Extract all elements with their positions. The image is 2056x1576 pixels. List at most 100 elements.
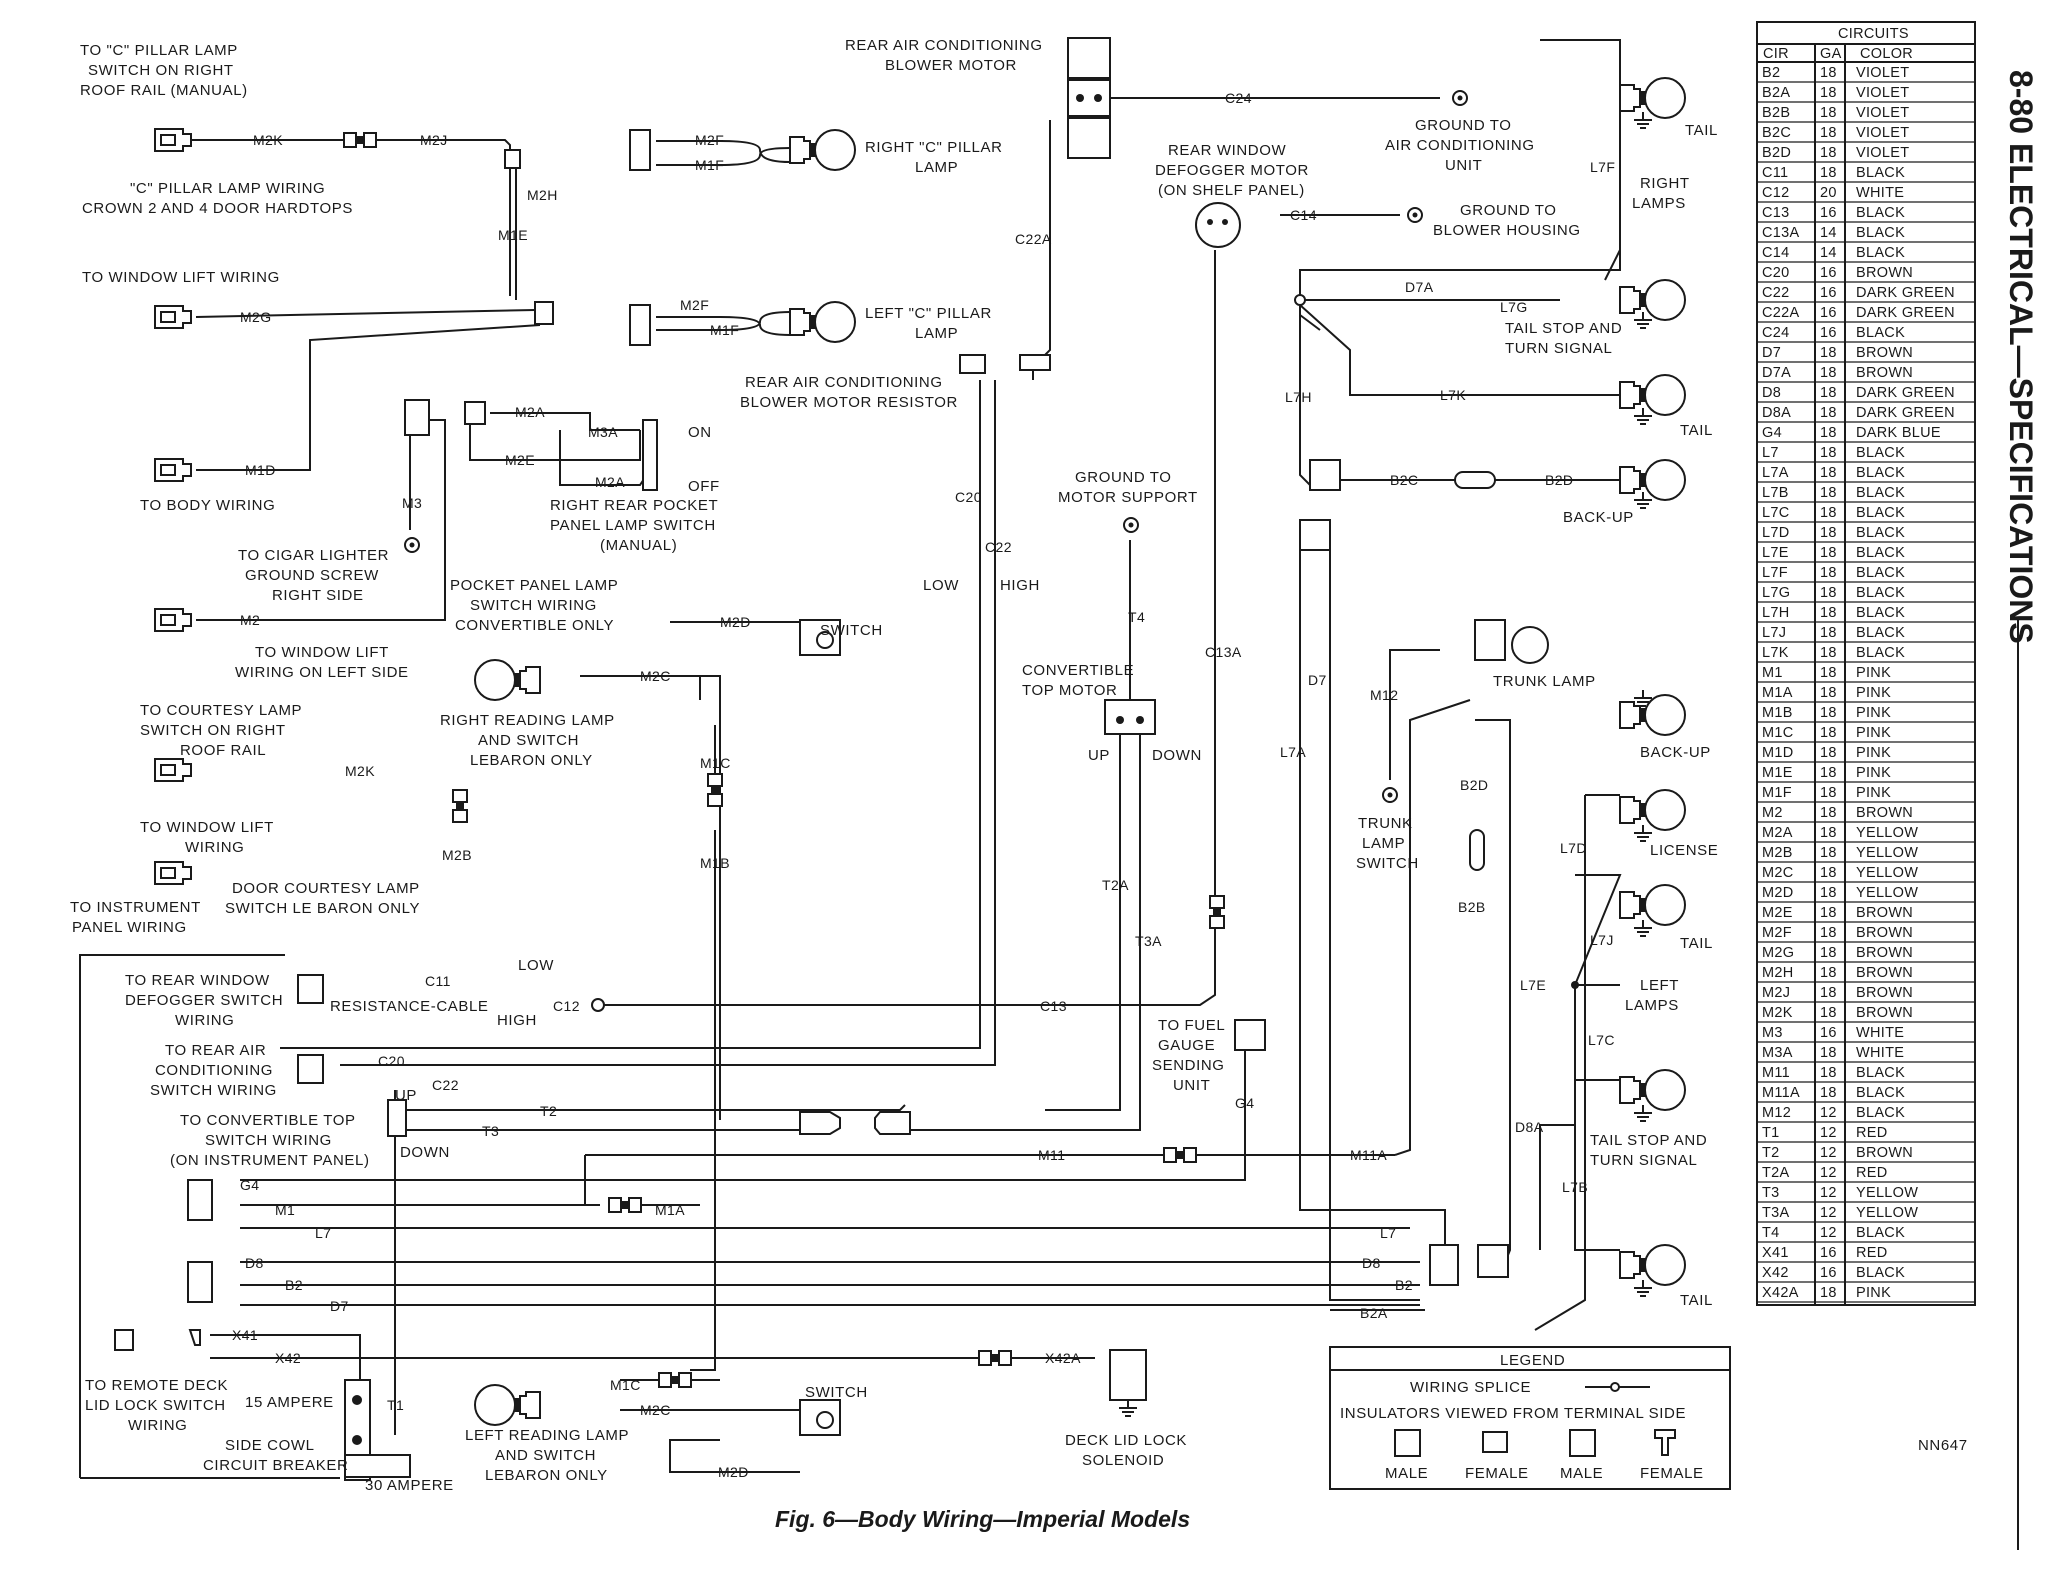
wire-b2c: B2C xyxy=(1390,472,1418,488)
table-cell-color: DARK GREEN xyxy=(1856,385,1955,401)
table-cell-color: YELLOW xyxy=(1856,825,1918,841)
wire-t1: T1 xyxy=(387,1397,404,1413)
components xyxy=(114,37,1686,1481)
table-cell-cir: D7A xyxy=(1762,365,1791,381)
wire-l7b: L7B xyxy=(1562,1179,1588,1195)
table-cell-color: BROWN xyxy=(1856,1005,1913,1021)
legend-insulators: INSULATORS VIEWED FROM TERMINAL SIDE xyxy=(1340,1405,1686,1422)
table-cell-ga: 16 xyxy=(1820,1245,1837,1261)
table-cell-ga: 18 xyxy=(1820,845,1837,861)
wire-b2d-1: B2D xyxy=(1545,472,1573,488)
wire-d7a: D7A xyxy=(1405,279,1434,295)
table-cell-cir: M1B xyxy=(1762,705,1793,721)
wire-c22: C22 xyxy=(985,539,1012,555)
left-switch-label: SWITCH xyxy=(805,1384,868,1401)
table-cell-cir: M3 xyxy=(1762,1025,1783,1041)
table-cell-ga: 18 xyxy=(1820,165,1837,181)
right-switch-label: SWITCH xyxy=(820,622,883,639)
table-cell-ga: 16 xyxy=(1820,325,1837,341)
wire-c22-2: C22 xyxy=(432,1077,459,1093)
wire-l7-r: L7 xyxy=(1380,1225,1396,1241)
legend-female-1: FEMALE xyxy=(1465,1465,1529,1482)
wire-t3: T3 xyxy=(482,1123,499,1139)
table-cell-color: PINK xyxy=(1856,745,1891,761)
tail-label-3: TAIL xyxy=(1680,935,1713,952)
table-cell-color: RED xyxy=(1856,1125,1888,1141)
wire-b2b: B2B xyxy=(1458,899,1486,915)
table-cell-ga: 18 xyxy=(1820,805,1837,821)
back-up-label-1: BACK-UP xyxy=(1563,509,1634,526)
table-cell-ga: 18 xyxy=(1820,465,1837,481)
table-cell-cir: L7H xyxy=(1762,605,1790,621)
table-cell-color: BLACK xyxy=(1856,165,1905,181)
table-cell-color: BLACK xyxy=(1856,1085,1905,1101)
table-cell-ga: 18 xyxy=(1820,385,1837,401)
table-cell-ga: 18 xyxy=(1820,925,1837,941)
wire-t2a: T2A xyxy=(1102,877,1129,893)
table-cell-color: BLACK xyxy=(1856,1265,1905,1281)
table-cell-color: BROWN xyxy=(1856,905,1913,921)
table-cell-cir: L7 xyxy=(1762,445,1779,461)
wire-l7f: L7F xyxy=(1590,159,1615,175)
table-cell-cir: D8A xyxy=(1762,405,1791,421)
wire-b2: B2 xyxy=(285,1277,303,1293)
legend-female-2: FEMALE xyxy=(1640,1465,1704,1482)
wire-m2c-2: M2C xyxy=(640,1402,671,1418)
table-cell-cir: C11 xyxy=(1762,165,1788,181)
table-cell-ga: 18 xyxy=(1820,625,1837,641)
legend: LEGEND WIRING SPLICE INSULATORS VIEWED F… xyxy=(1329,1346,1731,1490)
table-cell-ga: 18 xyxy=(1820,445,1837,461)
table-cell-cir: L7D xyxy=(1762,525,1790,541)
table-cell-color: BLACK xyxy=(1856,205,1905,221)
table-cell-cir: L7B xyxy=(1762,485,1789,501)
table-cell-ga: 18 xyxy=(1820,525,1837,541)
table-cell-cir: G4 xyxy=(1762,425,1782,441)
wire-m3: M3 xyxy=(402,495,422,511)
table-cell-ga: 16 xyxy=(1820,1025,1837,1041)
wire-m2k-1: M2K xyxy=(253,132,283,148)
trunk-lamp-label: TRUNK LAMP xyxy=(1493,673,1596,690)
table-cell-color: BLACK xyxy=(1856,1105,1905,1121)
legend-title: LEGEND xyxy=(1500,1352,1565,1369)
table-cell-ga: 18 xyxy=(1820,85,1837,101)
table-cell-cir: L7G xyxy=(1762,585,1790,601)
table-cell-ga: 18 xyxy=(1820,1085,1837,1101)
table-cell-color: BROWN xyxy=(1856,265,1913,281)
table-cell-color: VIOLET xyxy=(1856,65,1909,81)
table-cell-cir: M1E xyxy=(1762,765,1793,781)
table-cell-cir: M1A xyxy=(1762,685,1793,701)
legend-splice: WIRING SPLICE xyxy=(1410,1379,1531,1396)
table-cell-color: BLACK xyxy=(1856,625,1905,641)
table-cell-ga: 20 xyxy=(1820,185,1837,201)
table-cell-cir: M2E xyxy=(1762,905,1793,921)
table-cell-ga: 18 xyxy=(1820,125,1837,141)
table-cell-ga: 18 xyxy=(1820,825,1837,841)
table-cell-color: WHITE xyxy=(1856,185,1904,201)
table-cell-cir: T3 xyxy=(1762,1185,1780,1201)
table-cell-color: BLACK xyxy=(1856,1065,1905,1081)
table-cell-cir: M2K xyxy=(1762,1005,1793,1021)
table-cell-ga: 12 xyxy=(1820,1125,1837,1141)
wire-c14: C14 xyxy=(1290,207,1317,223)
table-cell-color: BLACK xyxy=(1856,445,1905,461)
table-cell-color: WHITE xyxy=(1856,1045,1904,1061)
table-cell-cir: M12 xyxy=(1762,1105,1791,1121)
table-cell-cir: M2H xyxy=(1762,965,1794,981)
table-cell-color: BLACK xyxy=(1856,505,1905,521)
table-cell-color: DARK BLUE xyxy=(1856,425,1941,441)
table-cell-color: BROWN xyxy=(1856,805,1913,821)
table-cell-color: VIOLET xyxy=(1856,85,1909,101)
wire-m1b: M1B xyxy=(700,855,730,871)
table-cell-cir: L7C xyxy=(1762,505,1790,521)
table-cell-color: BLACK xyxy=(1856,565,1905,581)
wire-m2f-1: M2F xyxy=(695,132,724,148)
